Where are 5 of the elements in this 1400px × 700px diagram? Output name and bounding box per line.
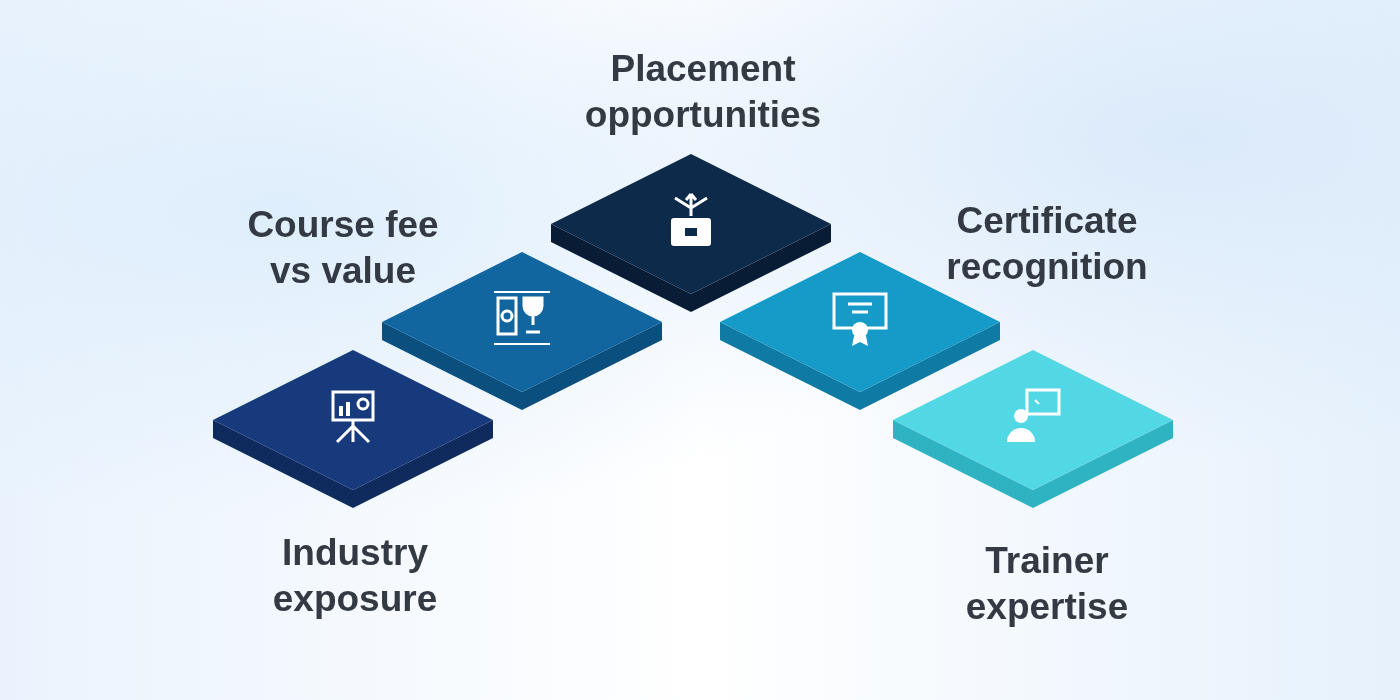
tile-label: Course fee vs value xyxy=(246,203,440,293)
tile-label: Certificate recognition xyxy=(945,199,1149,289)
tile-label: Trainer expertise xyxy=(964,539,1130,629)
tile-label: Industry exposure xyxy=(271,531,439,621)
tile-label: Placement opportunities xyxy=(583,47,823,137)
